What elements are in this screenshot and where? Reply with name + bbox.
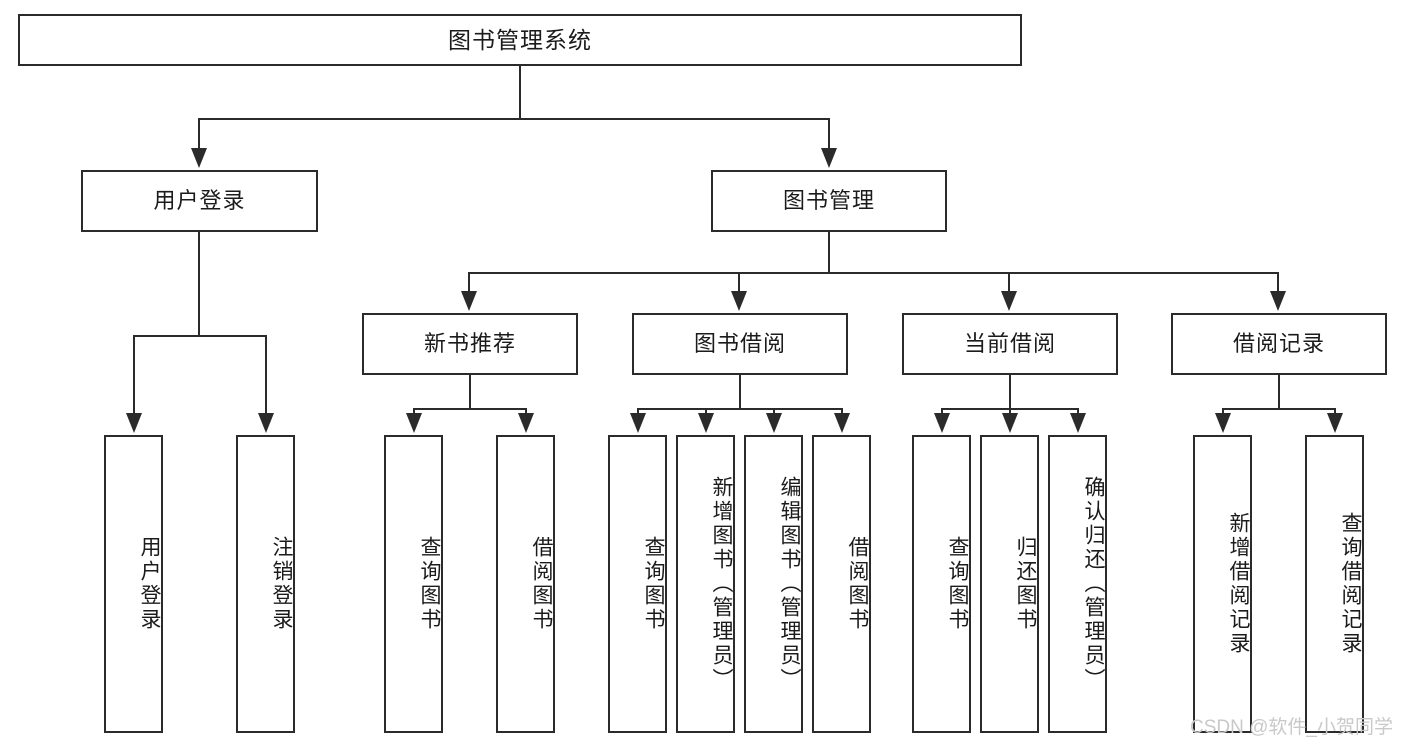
leaf-br-add-record[interactable]: 新增借阅记录 — [1193, 435, 1252, 733]
arrowhead-br-add — [1215, 413, 1231, 433]
leaf-cb-confirm-return-admin[interactable]: 确认归还（管理员） — [1048, 435, 1107, 733]
connector-drop-user-login — [198, 118, 200, 150]
arrowhead-new-book — [461, 291, 477, 311]
node-label: 查询图书 — [946, 536, 969, 632]
leaf-nb-query-book[interactable]: 查询图书 — [384, 435, 443, 733]
connector-new-book-stem — [469, 375, 471, 408]
node-label: 新增借阅记录 — [1227, 512, 1250, 656]
arrowhead-book-borrow — [731, 291, 747, 311]
arrowhead-leaf-user-login — [126, 413, 142, 433]
arrowhead-bb-borrow — [834, 413, 850, 433]
connector-drop-bb-query — [637, 408, 639, 417]
connector-drop-br-add — [1222, 408, 1224, 417]
leaf-bb-add-book-admin[interactable]: 新增图书（管理员） — [676, 435, 735, 733]
connector-drop-borrow-record — [1277, 272, 1279, 293]
leaf-nb-borrow-book[interactable]: 借阅图书 — [496, 435, 555, 733]
connector-drop-cb-confirm — [1077, 408, 1079, 417]
arrowhead-bb-query — [630, 413, 646, 433]
node-label: 借阅图书 — [530, 536, 553, 632]
connector-drop-cb-return — [1009, 408, 1011, 417]
arrowhead-leaf-logout — [258, 413, 274, 433]
connector-book-borrow-bus — [637, 408, 843, 410]
node-label: 新书推荐 — [423, 331, 516, 357]
node-label: 当前借阅 — [963, 331, 1056, 357]
arrowhead-cb-query — [934, 413, 950, 433]
node-label: 查询借阅记录 — [1339, 512, 1362, 656]
connector-drop-new-book — [468, 272, 470, 293]
node-label: 查询图书 — [418, 536, 441, 632]
arrowhead-cb-return — [1002, 413, 1018, 433]
leaf-logout-login[interactable]: 注销登录 — [236, 435, 295, 733]
arrowhead-book-manage — [821, 148, 837, 168]
connector-drop-bb-edit — [773, 408, 775, 417]
leaf-bb-borrow-book[interactable]: 借阅图书 — [812, 435, 871, 733]
connector-drop-bb-borrow — [841, 408, 843, 417]
node-label: 归还图书 — [1014, 536, 1037, 632]
arrowhead-cb-confirm — [1070, 413, 1086, 433]
node-label: 图书管理系统 — [448, 26, 592, 53]
node-root-library-system[interactable]: 图书管理系统 — [18, 14, 1022, 66]
node-user-login[interactable]: 用户登录 — [81, 170, 318, 232]
arrowhead-nb-borrow — [518, 413, 534, 433]
connector-borrow-record-bus — [1222, 408, 1335, 410]
csdn-watermark: CSDN @软件_小贺同学 — [1190, 717, 1393, 738]
arrowhead-borrow-record — [1270, 291, 1286, 311]
arrowhead-user-login — [191, 148, 207, 168]
connector-drop-nb-query — [413, 408, 415, 417]
connector-drop-current-borrow — [1008, 272, 1010, 293]
node-label: 图书管理 — [782, 188, 875, 214]
node-borrow-record[interactable]: 借阅记录 — [1171, 313, 1387, 375]
connector-drop-br-query — [1334, 408, 1336, 417]
connector-drop-book-manage — [828, 118, 830, 150]
connector-book-manage-stem — [828, 232, 830, 272]
connector-drop-cb-query — [941, 408, 943, 417]
leaf-br-query-record[interactable]: 查询借阅记录 — [1305, 435, 1364, 733]
node-current-borrow[interactable]: 当前借阅 — [902, 313, 1118, 375]
connector-root-stem — [519, 66, 521, 118]
leaf-bb-query-book[interactable]: 查询图书 — [608, 435, 667, 733]
leaf-bb-edit-book-admin[interactable]: 编辑图书（管理员） — [744, 435, 803, 733]
arrowhead-br-query — [1327, 413, 1343, 433]
leaf-cb-return-book[interactable]: 归还图书 — [980, 435, 1039, 733]
leaf-cb-query-book[interactable]: 查询图书 — [912, 435, 971, 733]
connector-drop-book-borrow — [738, 272, 740, 293]
connector-user-login-bus — [133, 335, 266, 337]
node-label: 查询图书 — [642, 536, 665, 632]
node-label: 注销登录 — [270, 536, 293, 632]
node-new-book-recommend[interactable]: 新书推荐 — [362, 313, 578, 375]
arrowhead-current-borrow — [1001, 291, 1017, 311]
connector-level2-bus — [198, 118, 830, 120]
connector-drop-nb-borrow — [525, 408, 527, 417]
node-book-borrow[interactable]: 图书借阅 — [632, 313, 848, 375]
connector-drop-bb-add — [705, 408, 707, 417]
node-label: 借阅图书 — [846, 536, 869, 632]
connector-drop-leaf-user-login — [133, 335, 135, 415]
node-label: 新增图书（管理员） — [710, 476, 733, 692]
node-book-manage[interactable]: 图书管理 — [711, 170, 947, 232]
connector-borrow-record-stem — [1278, 375, 1280, 408]
node-label: 用户登录 — [138, 536, 161, 632]
connector-drop-leaf-logout — [265, 335, 267, 415]
connector-new-book-bus — [413, 408, 526, 410]
node-label: 图书借阅 — [693, 331, 786, 357]
arrowhead-bb-edit — [766, 413, 782, 433]
arrowhead-bb-add — [698, 413, 714, 433]
node-label: 借阅记录 — [1232, 331, 1325, 357]
connector-user-login-stem — [198, 232, 200, 335]
node-label: 确认归还（管理员） — [1082, 476, 1105, 692]
connector-current-borrow-stem — [1009, 375, 1011, 408]
node-label: 用户登录 — [153, 188, 246, 214]
node-label: 编辑图书（管理员） — [778, 476, 801, 692]
connector-level3-bus — [468, 272, 1279, 274]
leaf-user-login[interactable]: 用户登录 — [104, 435, 163, 733]
arrowhead-nb-query — [406, 413, 422, 433]
connector-book-borrow-stem — [739, 375, 741, 408]
